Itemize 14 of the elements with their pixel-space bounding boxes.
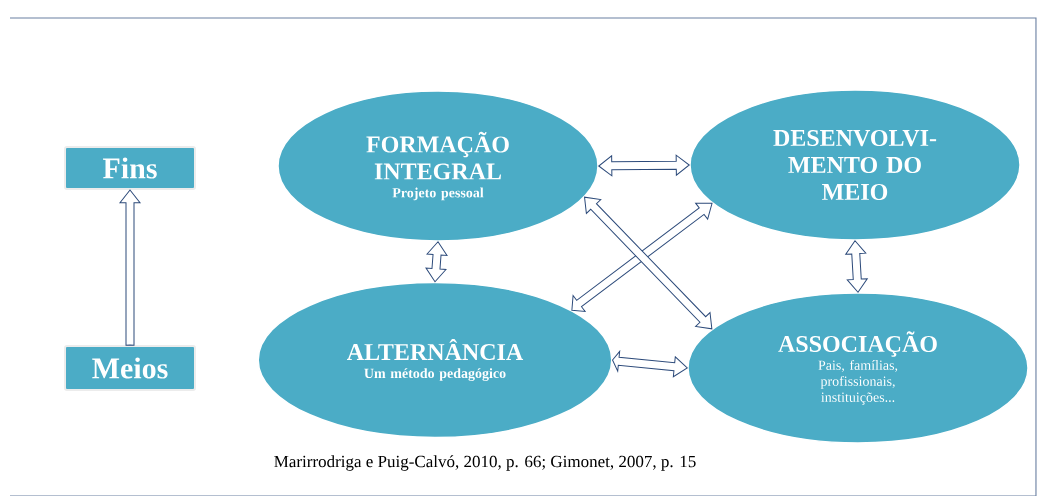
block-arrow [571,202,713,312]
label-box: Meios [64,345,196,391]
block-arrow [584,196,713,330]
block-arrow [598,154,690,177]
block-arrow [119,189,141,346]
block-arrow [845,240,868,293]
block-arrow [425,241,448,283]
ellipse-node: FORMAÇÃO INTEGRAL Projeto pessoal [277,90,599,242]
ellipse-node: DESENVOLVI- MENTO DO MEIO [689,89,1021,241]
ellipse-node: ALTERNÂNCIA Um método pedagógico [257,281,613,439]
block-arrow [612,350,688,378]
citation: Marirrodriga e Puig-Calvó, 2010, p. 66; Gimonet, 2007, p. 15 [274,455,696,471]
label-box: Fins [64,146,196,190]
ellipse-node: ASSOCIAÇÃO Pais, famílias, profissionais, instituições... [687,292,1029,444]
